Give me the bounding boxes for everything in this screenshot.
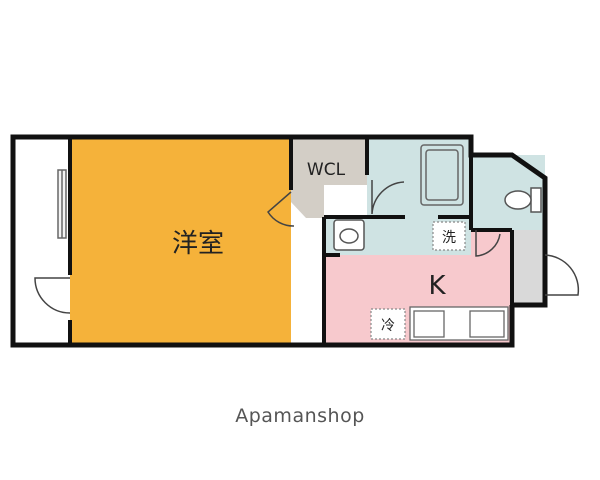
kitchen-counter — [409, 306, 509, 341]
watermark: Apamanshop — [235, 405, 365, 427]
balcony — [13, 137, 70, 345]
toilet-bowl-icon — [504, 187, 542, 213]
walk-in-closet — [291, 137, 367, 218]
entrance — [512, 230, 545, 305]
wcl-label: WCL — [307, 160, 346, 180]
kitchen-label: K — [428, 271, 446, 301]
washer-label: 洗 — [442, 230, 456, 246]
balcony-window — [57, 169, 67, 239]
bathroom-door — [371, 180, 405, 215]
balcony-door — [34, 277, 71, 314]
entrance-door — [544, 254, 580, 296]
interior-walls — [68, 137, 514, 345]
fridge-label: 冷 — [381, 318, 395, 334]
washer-space — [432, 221, 466, 251]
wash-basin — [333, 219, 365, 251]
toilet-door — [475, 230, 501, 257]
closet-door — [267, 191, 295, 227]
western-room-label: 洋室 — [172, 229, 224, 259]
western-room — [70, 137, 291, 345]
fridge-space — [370, 308, 406, 340]
bathtub — [420, 144, 464, 206]
